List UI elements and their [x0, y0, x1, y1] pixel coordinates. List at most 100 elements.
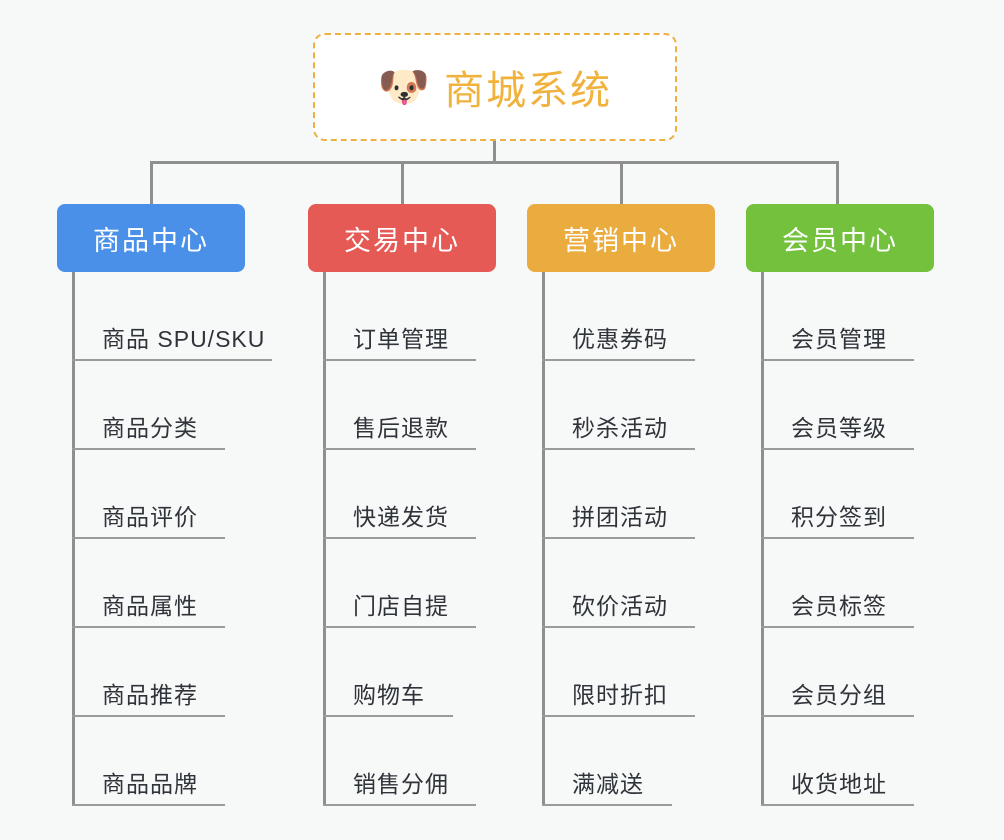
- leaf-underline: [72, 626, 225, 628]
- leaf-label: 会员等级: [791, 415, 887, 441]
- leaf-item[interactable]: 砍价活动: [542, 539, 715, 628]
- leaf-underline: [72, 537, 225, 539]
- branch-header-4[interactable]: 会员中心: [746, 204, 934, 272]
- branch-header-1[interactable]: 商品中心: [57, 204, 245, 272]
- leaf-label: 砍价活动: [572, 593, 668, 619]
- drop-line-3: [620, 161, 623, 206]
- leaf-underline: [761, 537, 914, 539]
- branch-trunk-4: [761, 272, 764, 806]
- branch-header-label-2: 交易中心: [344, 225, 460, 256]
- leaf-underline: [542, 804, 672, 806]
- leaf-item[interactable]: 拼团活动: [542, 450, 715, 539]
- leaf-underline: [542, 626, 695, 628]
- leaf-label: 订单管理: [353, 326, 449, 352]
- leaf-label: 拼团活动: [572, 504, 668, 530]
- leaf-underline: [72, 448, 225, 450]
- leaf-underline: [761, 626, 914, 628]
- leaf-underline: [323, 448, 476, 450]
- leaf-item[interactable]: 收货地址: [761, 717, 934, 806]
- branch-header-label-3: 营销中心: [563, 225, 679, 256]
- leaf-label: 销售分佣: [353, 771, 449, 797]
- leaf-underline: [542, 448, 695, 450]
- leaf-item[interactable]: 优惠券码: [542, 272, 715, 361]
- leaf-label: 快递发货: [353, 504, 449, 530]
- leaf-label: 门店自提: [353, 593, 449, 619]
- drop-line-4: [836, 161, 839, 206]
- leaf-underline: [72, 359, 272, 361]
- leaf-list-4: 会员管理 会员等级 积分签到 会员标签 会员分组 收货地址: [761, 272, 934, 806]
- leaf-underline: [323, 715, 453, 717]
- leaf-underline: [72, 804, 225, 806]
- leaf-item[interactable]: 购物车: [323, 628, 496, 717]
- root-node[interactable]: 🐶 商城系统: [313, 33, 677, 141]
- leaf-underline: [72, 715, 225, 717]
- leaf-underline: [761, 804, 914, 806]
- branch-column-4: 会员中心 会员管理 会员等级 积分签到 会员标签 会员分组: [746, 204, 934, 806]
- leaf-list-2: 订单管理 售后退款 快递发货 门店自提 购物车 销售分佣: [323, 272, 496, 806]
- leaf-label: 限时折扣: [572, 682, 668, 708]
- leaf-label: 商品品牌: [102, 771, 198, 797]
- leaf-underline: [761, 448, 914, 450]
- bus-bar-line: [150, 161, 839, 164]
- leaf-underline: [323, 537, 476, 539]
- leaf-item[interactable]: 销售分佣: [323, 717, 496, 806]
- branch-header-2[interactable]: 交易中心: [308, 204, 496, 272]
- leaf-item[interactable]: 商品 SPU/SKU: [72, 272, 272, 361]
- leaf-list-3: 优惠券码 秒杀活动 拼团活动 砍价活动 限时折扣 满减送: [542, 272, 715, 806]
- leaf-item[interactable]: 会员等级: [761, 361, 934, 450]
- branch-trunk-3: [542, 272, 545, 806]
- leaf-label: 商品 SPU/SKU: [102, 326, 266, 352]
- branch-column-3: 营销中心 优惠券码 秒杀活动 拼团活动 砍价活动 限时折扣: [527, 204, 715, 806]
- drop-line-1: [150, 161, 153, 206]
- leaf-label: 商品推荐: [102, 682, 198, 708]
- leaf-label: 商品评价: [102, 504, 198, 530]
- leaf-item[interactable]: 商品评价: [72, 450, 245, 539]
- leaf-underline: [323, 359, 476, 361]
- leaf-underline: [323, 626, 476, 628]
- leaf-label: 商品属性: [102, 593, 198, 619]
- dog-face-icon: 🐶: [377, 62, 431, 111]
- leaf-item[interactable]: 秒杀活动: [542, 361, 715, 450]
- leaf-label: 收货地址: [791, 771, 887, 797]
- leaf-item[interactable]: 满减送: [542, 717, 715, 806]
- leaf-item[interactable]: 会员分组: [761, 628, 934, 717]
- leaf-underline: [542, 715, 695, 717]
- leaf-item[interactable]: 门店自提: [323, 539, 496, 628]
- leaf-item[interactable]: 快递发货: [323, 450, 496, 539]
- leaf-item[interactable]: 会员管理: [761, 272, 934, 361]
- leaf-underline: [542, 359, 695, 361]
- leaf-label: 会员管理: [791, 326, 887, 352]
- leaf-item[interactable]: 商品推荐: [72, 628, 245, 717]
- drop-line-2: [401, 161, 404, 206]
- branch-column-1: 商品中心 商品 SPU/SKU 商品分类 商品评价 商品属性 商品推荐: [57, 204, 272, 806]
- leaf-item[interactable]: 积分签到: [761, 450, 934, 539]
- branch-trunk-1: [72, 272, 75, 806]
- leaf-label: 积分签到: [791, 504, 887, 530]
- leaf-underline: [542, 537, 695, 539]
- leaf-label: 会员标签: [791, 593, 887, 619]
- leaf-item[interactable]: 限时折扣: [542, 628, 715, 717]
- leaf-label: 优惠券码: [572, 326, 668, 352]
- branch-header-label-4: 会员中心: [782, 225, 898, 256]
- leaf-label: 满减送: [572, 771, 644, 797]
- leaf-item[interactable]: 售后退款: [323, 361, 496, 450]
- leaf-label: 售后退款: [353, 415, 449, 441]
- leaf-item[interactable]: 会员标签: [761, 539, 934, 628]
- root-title: 商城系统: [444, 69, 613, 113]
- branch-trunk-2: [323, 272, 326, 806]
- leaf-item[interactable]: 订单管理: [323, 272, 496, 361]
- leaf-underline: [323, 804, 476, 806]
- leaf-underline: [761, 715, 914, 717]
- leaf-item[interactable]: 商品分类: [72, 361, 245, 450]
- leaf-label: 秒杀活动: [572, 415, 668, 441]
- leaf-list-1: 商品 SPU/SKU 商品分类 商品评价 商品属性 商品推荐 商品品牌: [72, 272, 272, 806]
- leaf-label: 商品分类: [102, 415, 198, 441]
- leaf-label: 购物车: [353, 682, 425, 708]
- leaf-item[interactable]: 商品属性: [72, 539, 245, 628]
- branch-column-2: 交易中心 订单管理 售后退款 快递发货 门店自提 购物车: [308, 204, 496, 806]
- root-stem-line: [493, 141, 496, 163]
- leaf-item[interactable]: 商品品牌: [72, 717, 245, 806]
- leaf-underline: [761, 359, 914, 361]
- branch-header-3[interactable]: 营销中心: [527, 204, 715, 272]
